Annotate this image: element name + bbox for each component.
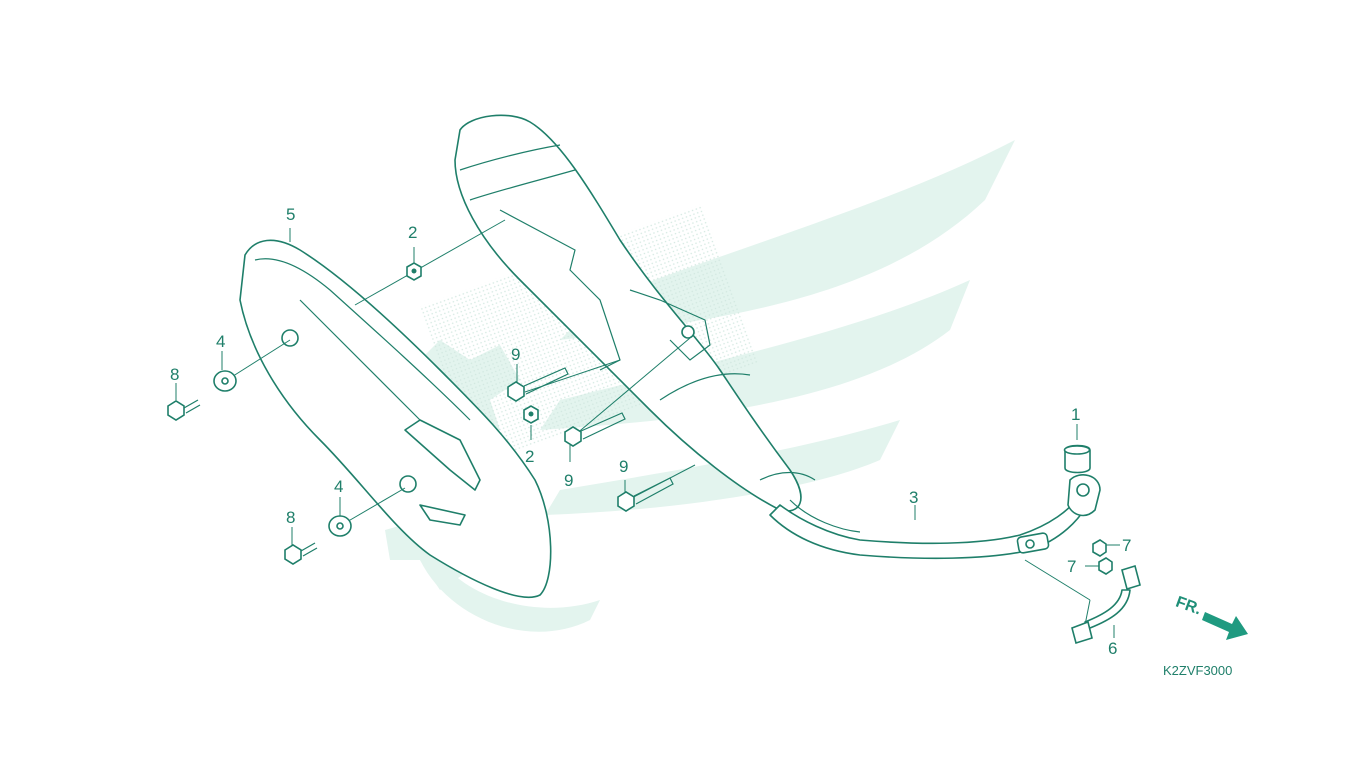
- bolt-8-upper: [167, 399, 201, 421]
- callout-6: 6: [1108, 639, 1117, 658]
- callout-4-upper: 4: [216, 332, 225, 351]
- callout-9-a: 9: [511, 345, 520, 364]
- diagram-code: K2ZVF3000: [1163, 663, 1232, 678]
- callout-2-lower: 2: [525, 447, 534, 466]
- callout-8-lower: 8: [286, 508, 295, 527]
- nut-2-lower: [523, 405, 539, 424]
- callouts: 2 4 8 9 2 9 9 4 8 3 1 7 7 6 5: [170, 205, 1131, 658]
- leader-lines: [175, 219, 1120, 638]
- bolt-9-c: [617, 477, 674, 512]
- washer-4-lower: [328, 515, 352, 537]
- callout-9-b: 9: [564, 471, 573, 490]
- bolt-8-lower: [284, 542, 318, 565]
- bolt-9-b: [564, 412, 626, 447]
- callout-7-a: 7: [1122, 536, 1131, 555]
- front-direction-indicator: FR.: [1173, 594, 1248, 640]
- gasket-1: [1063, 444, 1091, 474]
- front-arrow-icon: [1202, 612, 1248, 640]
- callout-4-lower: 4: [334, 477, 343, 496]
- callout-5-label: 5: [286, 205, 295, 224]
- muffler-protector: [239, 239, 552, 599]
- hardware: [167, 262, 1141, 645]
- nut-2-upper: [406, 262, 422, 281]
- nut-7-a: [1092, 539, 1107, 557]
- exhaust-pipe: [769, 474, 1101, 560]
- nut-7-b: [1098, 557, 1113, 575]
- bolt-9-a: [507, 367, 569, 402]
- callout-1: 1: [1071, 405, 1080, 424]
- callout-3: 3: [909, 488, 918, 507]
- callout-9-c: 9: [619, 457, 628, 476]
- callout-2-upper: 2: [408, 223, 417, 242]
- callout-7-b: 7: [1067, 557, 1076, 576]
- stay-6: [1071, 564, 1141, 645]
- front-label: FR.: [1173, 594, 1203, 619]
- washer-4-upper: [213, 370, 237, 392]
- callout-8-upper: 8: [170, 365, 179, 384]
